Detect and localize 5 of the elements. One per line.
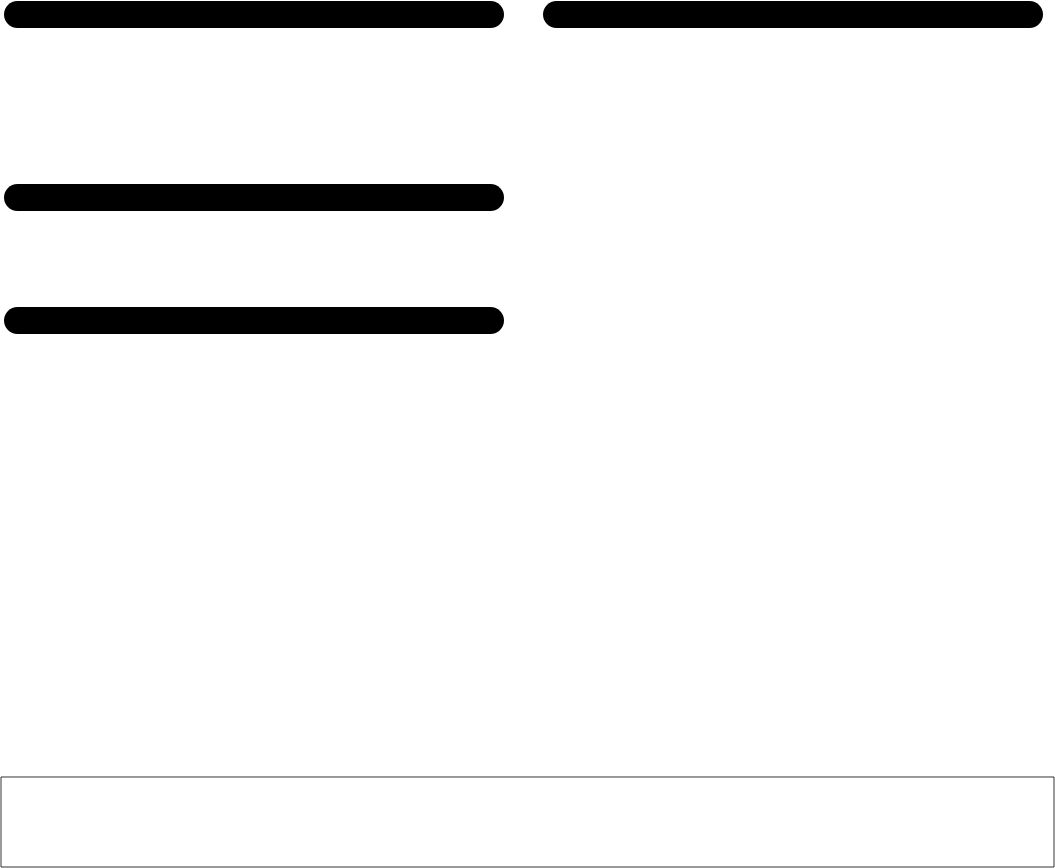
header-bar — [543, 1, 1043, 28]
header-bar — [4, 1, 504, 28]
header-bar — [4, 307, 504, 334]
note-box — [0, 776, 1055, 868]
header-bar — [4, 184, 504, 211]
